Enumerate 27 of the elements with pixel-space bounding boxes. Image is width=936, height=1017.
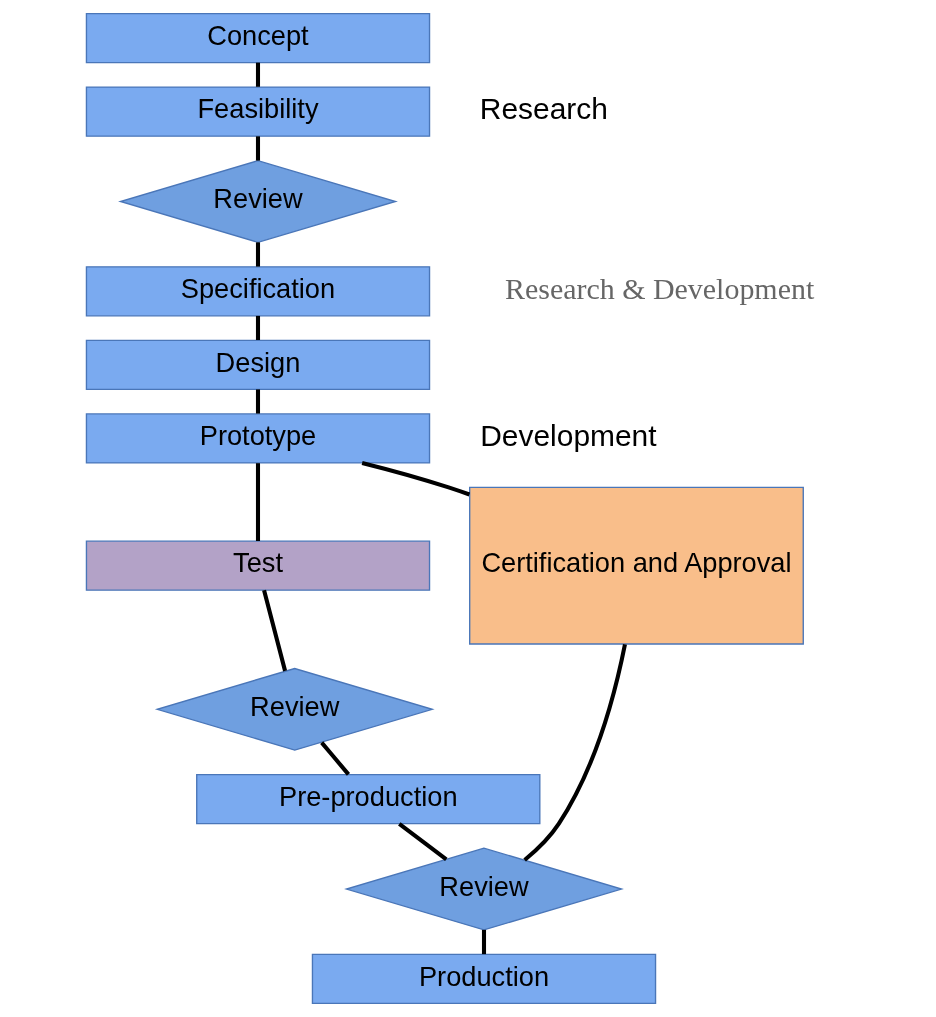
node-diamond: Review — [154, 667, 435, 751]
connector — [481, 929, 487, 955]
node-box: Specification — [85, 266, 431, 317]
connector — [361, 460, 471, 497]
node-box: Production — [311, 953, 657, 1005]
node-box: Feasibility — [85, 86, 431, 137]
connector — [255, 136, 261, 161]
connector — [255, 242, 261, 267]
connector — [320, 741, 350, 776]
connector — [523, 643, 627, 862]
node-box: Certification and Approval — [469, 486, 804, 645]
node-box: Test — [85, 540, 431, 591]
connector — [255, 389, 261, 414]
node-diamond: Review — [344, 847, 624, 931]
label: Research & Development — [505, 271, 815, 305]
connector — [255, 62, 261, 87]
connector — [398, 822, 448, 861]
connector — [262, 589, 288, 672]
label: Development — [480, 419, 657, 453]
connector — [255, 463, 261, 541]
node-box: Design — [85, 339, 431, 391]
connector — [255, 315, 261, 341]
node-diamond: Review — [118, 159, 398, 244]
node-box: Concept — [85, 12, 431, 64]
node-box: Prototype — [85, 413, 431, 464]
label: Research — [479, 92, 608, 126]
node-box: Pre-production — [196, 774, 541, 825]
